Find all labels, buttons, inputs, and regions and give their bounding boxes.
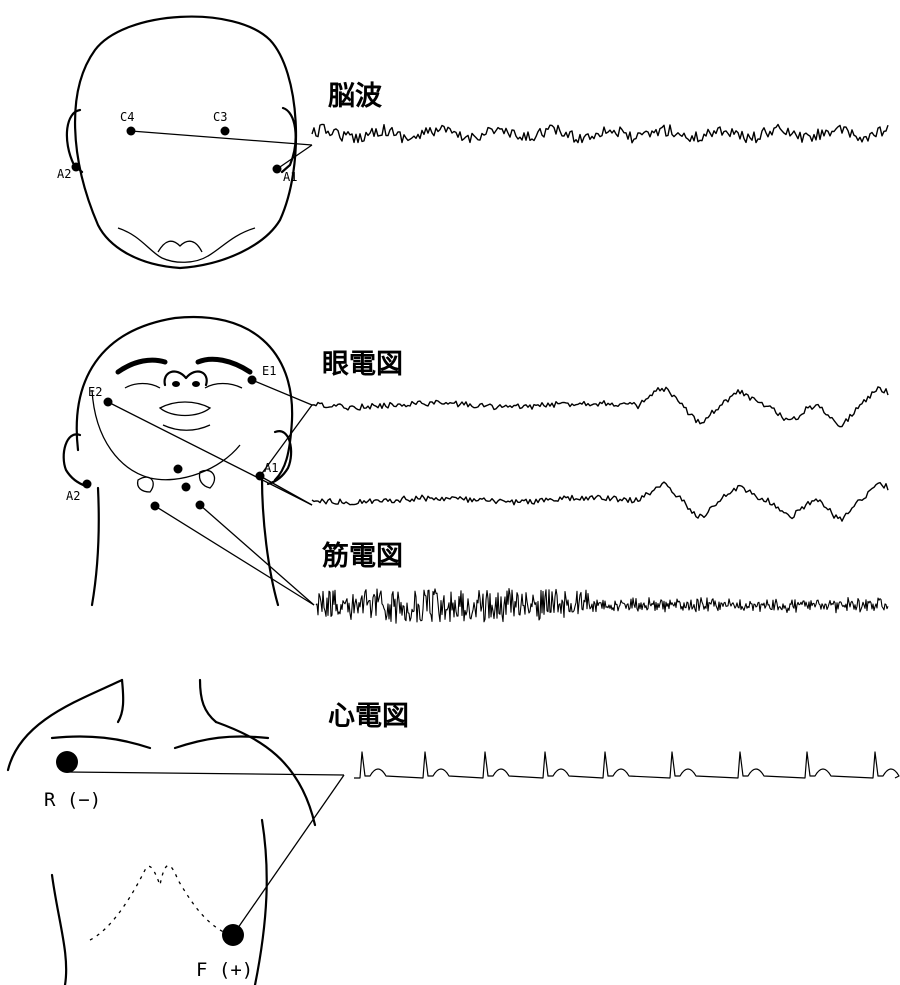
ecg-title: 心電図: [328, 701, 409, 732]
emg-trace: [315, 588, 889, 624]
ecg-electrodes: R (−) F (+): [44, 751, 253, 981]
electrode-r: [56, 751, 78, 773]
chest-view: [6, 678, 317, 985]
eog-emg-electrodes: E1 E2 A1 A2: [66, 364, 278, 511]
ecg-trace: [354, 751, 900, 779]
label-a2: A2: [57, 167, 71, 181]
electrode-chin-2: [181, 482, 191, 492]
emg-title: 筋電図: [322, 540, 403, 572]
face-view: [62, 315, 294, 607]
label-e1: E1: [262, 364, 276, 378]
label-c4: C4: [120, 110, 134, 124]
electrode-c3: [220, 126, 230, 136]
eeg-leads: [130, 130, 313, 170]
label-a2-eog: A2: [66, 489, 80, 503]
eog-trace-2: [311, 481, 889, 522]
label-r: R (−): [44, 789, 101, 811]
eeg-trace: [311, 123, 889, 144]
label-a1: A1: [283, 170, 297, 184]
label-c3: C3: [213, 110, 227, 124]
ecg-leads: [66, 771, 345, 936]
label-e2: E2: [88, 385, 102, 399]
label-f: F (+): [196, 959, 253, 981]
eog-emg-leads: [107, 379, 315, 606]
head-top-view: [65, 15, 298, 270]
electrode-chin-1: [173, 464, 183, 474]
electrode-a2-eeg: [71, 162, 81, 172]
electrode-a2-eog: [82, 479, 92, 489]
label-a1-eog: A1: [264, 461, 278, 475]
eog-title: 眼電図: [322, 349, 403, 380]
eog-trace-1: [311, 386, 889, 428]
eeg-title: 脳波: [327, 81, 383, 112]
eeg-electrodes: C4 C3 A2 A1: [57, 110, 297, 184]
